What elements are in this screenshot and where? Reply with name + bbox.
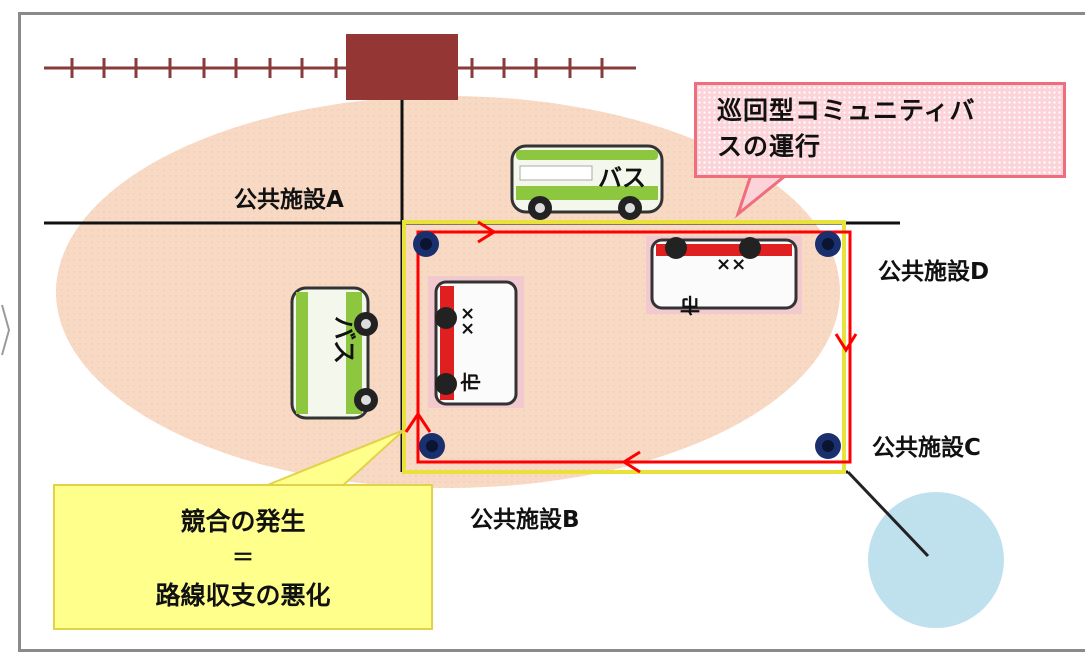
side-chevron-icon xyxy=(1,304,11,356)
conflict-line-2: ＝ xyxy=(231,546,254,571)
facility-d-label: 公共施設D xyxy=(878,259,990,285)
callout-line-2: スの運行 xyxy=(717,132,822,161)
callout-line-1: 巡回型コミュニティバ xyxy=(717,96,976,125)
community-bus-middle-number: ×× xyxy=(457,306,478,336)
community-bus-right-number: ×× xyxy=(716,254,746,275)
community-bus-middle xyxy=(428,276,524,408)
facility-b-label: 公共施設B xyxy=(470,507,580,533)
pond xyxy=(868,492,1004,628)
station xyxy=(346,34,458,100)
community-bus-middle-prefix: 市 xyxy=(459,372,483,392)
conflict-line-3: 路線収支の悪化 xyxy=(155,581,331,610)
private-bus-left-label: バス xyxy=(330,316,358,364)
private-bus-left xyxy=(290,286,378,420)
private-bus-top-label: バス xyxy=(598,164,646,192)
callout-text: 巡回型コミュニティバ スの運行 xyxy=(717,93,1057,165)
private-bus-top xyxy=(510,144,664,220)
conflict-line-1: 競合の発生 xyxy=(180,507,306,536)
facility-c-label: 公共施設C xyxy=(872,435,981,461)
community-bus-right xyxy=(646,236,802,314)
bus-stops xyxy=(413,231,841,459)
community-bus-route xyxy=(404,220,858,474)
conflict-box: 競合の発生 ＝ 路線収支の悪化 xyxy=(53,484,433,630)
railway-line xyxy=(44,58,636,78)
facility-a-label: 公共施設A xyxy=(234,187,344,213)
callout-box: 巡回型コミュニティバ スの運行 xyxy=(694,82,1066,178)
community-bus-right-prefix: 市 xyxy=(680,293,700,317)
bus-route-diagram: バス バス ×× 市 ×× 市 xyxy=(44,34,1004,628)
